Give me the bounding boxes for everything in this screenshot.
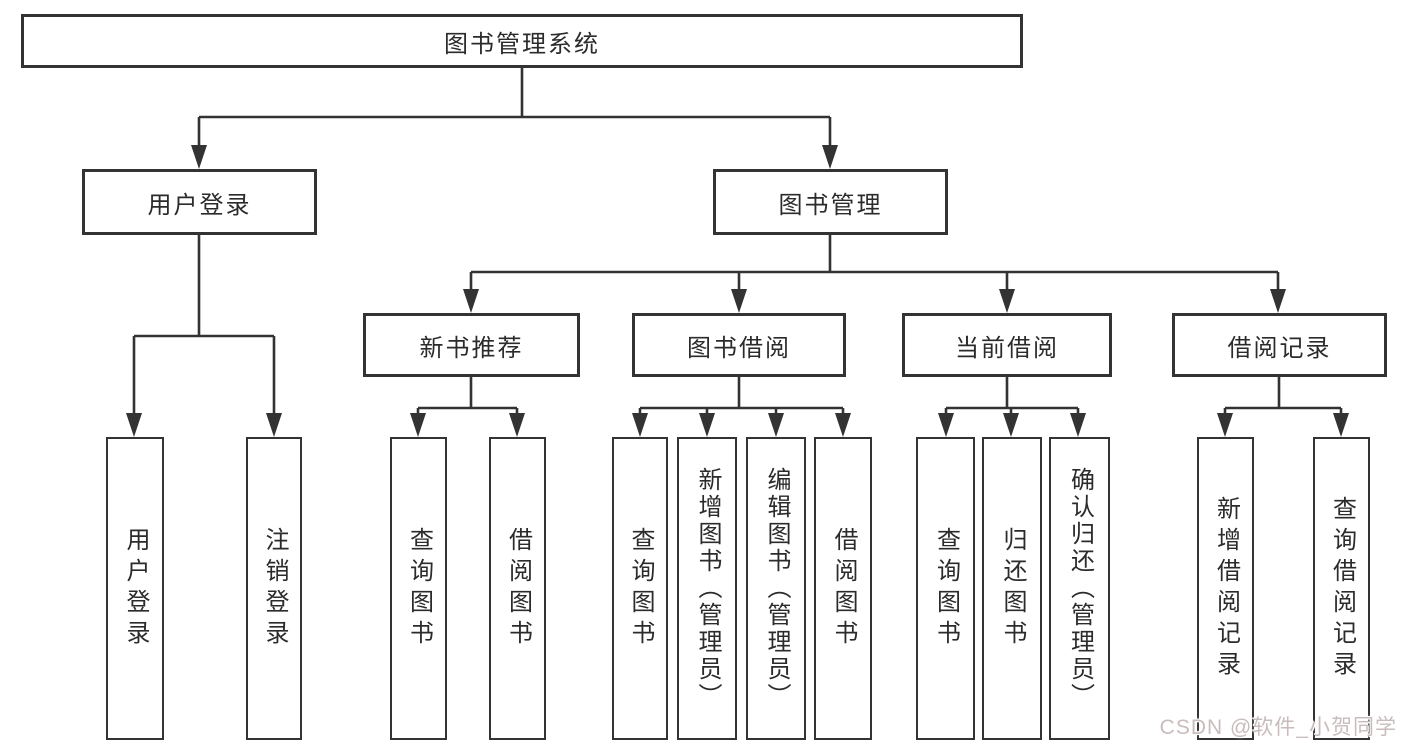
node-new-book-recommend-label: 新书推荐 [419, 334, 524, 362]
node-root: 图书管理系统 [21, 14, 1023, 68]
leaf-rec-borrow-books: 借阅图书 [489, 437, 546, 740]
leaf-rec-query-books: 查询图书 [390, 437, 447, 740]
leaf-cb-return-books: 归还图书 [982, 437, 1042, 740]
leaf-cb-query-books: 查询图书 [916, 437, 975, 740]
leaf-cb-confirm-return-admin: 确认归还（管理员） [1049, 437, 1110, 740]
csdn-watermark: CSDN @软件_小贺同学 [1159, 716, 1397, 739]
leaf-br-query-record-label: 查询借阅记录 [1328, 495, 1356, 682]
leaf-bb-query-books-label: 查询图书 [627, 526, 654, 651]
leaf-logout-label: 注销登录 [261, 526, 288, 651]
leaf-cb-confirm-return-admin-label: 确认归还（管理员） [1066, 467, 1094, 710]
leaf-br-add-record: 新增借阅记录 [1197, 437, 1254, 740]
leaf-br-query-record: 查询借阅记录 [1313, 437, 1370, 740]
leaf-br-add-record-label: 新增借阅记录 [1212, 495, 1240, 682]
node-borrow-records-label: 借阅记录 [1227, 334, 1332, 362]
node-user-login-label: 用户登录 [147, 191, 252, 219]
leaf-bb-edit-books-admin: 编辑图书（管理员） [746, 437, 806, 740]
node-new-book-recommend: 新书推荐 [363, 313, 580, 377]
leaf-bb-edit-books-admin-label: 编辑图书（管理员） [763, 467, 790, 710]
node-book-management-label: 图书管理 [778, 191, 883, 219]
node-borrow-records: 借阅记录 [1172, 313, 1387, 377]
leaf-bb-borrow-books-label: 借阅图书 [830, 526, 857, 651]
leaf-bb-add-books-admin-label: 新增图书（管理员） [694, 467, 721, 710]
leaf-rec-borrow-books-label: 借阅图书 [504, 526, 532, 651]
leaf-user-login: 用户登录 [106, 437, 164, 740]
node-current-borrow: 当前借阅 [902, 313, 1112, 377]
node-root-label: 图书管理系统 [444, 30, 600, 58]
leaf-cb-return-books-label: 归还图书 [999, 526, 1026, 651]
leaf-bb-borrow-books: 借阅图书 [814, 437, 872, 740]
leaf-cb-query-books-label: 查询图书 [932, 526, 960, 651]
node-book-borrow: 图书借阅 [632, 313, 846, 377]
node-current-borrow-label: 当前借阅 [955, 334, 1059, 362]
leaf-bb-add-books-admin: 新增图书（管理员） [677, 437, 737, 740]
leaf-bb-query-books: 查询图书 [612, 437, 668, 740]
arrowheads [126, 145, 1349, 437]
leaf-user-login-label: 用户登录 [122, 526, 149, 651]
node-user-login: 用户登录 [82, 169, 317, 235]
leaf-logout: 注销登录 [246, 437, 302, 740]
node-book-management: 图书管理 [713, 169, 948, 235]
leaf-rec-query-books-label: 查询图书 [405, 526, 433, 651]
node-book-borrow-label: 图书借阅 [687, 334, 791, 362]
